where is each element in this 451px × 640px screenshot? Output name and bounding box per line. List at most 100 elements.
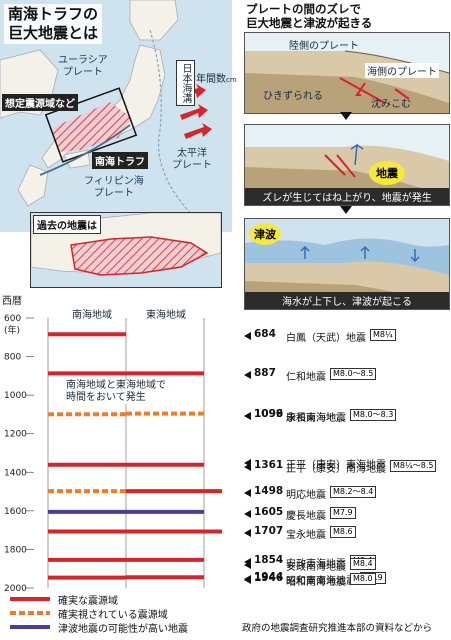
- event-year: 887: [254, 367, 276, 380]
- region-tokai-label: 東海地域: [146, 310, 186, 321]
- event-name: 白鳳（天武）地震: [286, 333, 366, 345]
- timeline-chart: 600(年) 800 1000 1200 1400 1600 1800 2000: [4, 314, 222, 594]
- axis-tick-label: 800: [4, 353, 21, 363]
- event-arrow-icon: [244, 509, 251, 518]
- event-name: 昭和南海地震: [286, 576, 346, 588]
- tsunami-badge-text: 津波: [254, 228, 276, 241]
- event-year: 1946: [254, 571, 284, 584]
- legend-likely-text: 確実視されている震源域: [58, 610, 168, 621]
- event-name: 正平（康安）南海地震: [286, 463, 386, 475]
- event-year: 1944: [254, 571, 284, 584]
- japan-trench-text: 日本海溝: [180, 63, 191, 103]
- event-year: 1498: [254, 485, 284, 498]
- event-arrow-icon: [244, 489, 251, 498]
- event-year: 1605: [254, 505, 284, 518]
- axis-tick-label: 1400: [4, 468, 27, 478]
- japan-map: [0, 0, 232, 232]
- assumed-source-label: 想定震源域など: [2, 94, 78, 111]
- earthquake-badge: 地震: [369, 161, 405, 185]
- event-magnitude: M8.0: [350, 572, 376, 585]
- event-year: 684: [254, 328, 276, 341]
- mechanism-step-3: 津波 海水が上下し、津波が起こる: [244, 218, 450, 310]
- event-magnitude: M8.0～8.3: [350, 409, 397, 422]
- event-magnitude: M8.0～8.5: [330, 368, 377, 381]
- event-year: 1096: [254, 407, 284, 420]
- event-magnitude: M8¼～8.5: [390, 459, 437, 472]
- event-arrow-icon: [244, 458, 251, 467]
- mechanism-heading: プレートの間のズレで 巨大地震と津波が起きる: [246, 2, 372, 30]
- dragged-label: ひきずられる: [263, 91, 323, 102]
- annual-shift-label: 年間数cm: [196, 70, 237, 85]
- event-name: 康和南海地震: [286, 413, 346, 425]
- japan-trench-label: 日本海溝: [176, 60, 195, 106]
- event-year: 1361: [254, 458, 284, 471]
- axis-tick-label: 2000: [4, 584, 27, 594]
- legend-confirmed-swatch: [10, 597, 50, 601]
- event-name: 安政南海地震: [286, 561, 346, 573]
- legend-confirmed-text: 確実な震源域: [58, 596, 118, 607]
- step-3-caption: 海水が上下し、津波が起こる: [245, 292, 449, 309]
- axis-tick-label: 1000: [4, 391, 27, 401]
- annual-shift-unit: cm: [226, 76, 237, 84]
- philippine-plate-label: フィリピン海 プレート: [84, 176, 144, 199]
- past-quakes-inset: 過去の地震は: [30, 212, 222, 288]
- eurasia-plate-label: ユーラシア プレート: [58, 55, 108, 78]
- down-arrow-2: [340, 206, 352, 214]
- timeline-note-2: 時間をおいて発生: [66, 392, 146, 403]
- event-year: 1707: [254, 525, 284, 538]
- axis-tick-label: (年): [4, 324, 20, 336]
- axis-tick-label: 1600: [4, 507, 27, 517]
- event-magnitude: M7.9: [330, 506, 356, 519]
- earthquake-badge-text: 地震: [376, 167, 398, 180]
- past-quakes-label: 過去の地震は: [33, 215, 101, 234]
- timeline-note-1: 南海地域と東海地域で: [66, 380, 166, 391]
- event-year: 1099: [254, 408, 284, 421]
- event-name: 仁和地震: [286, 372, 326, 384]
- event-name: 明応地震: [286, 490, 326, 502]
- mechanism-step-2: 地震 ズレが生じてはね上がり、地震が発生: [244, 124, 450, 206]
- page-title: 南海トラフの 巨大地震とは: [4, 4, 103, 44]
- axis-tick-label: 1800: [4, 545, 27, 555]
- legend-tsunami-swatch: [10, 625, 50, 629]
- timeline-note: 南海地域と東海地域で 時間をおいて発生: [66, 380, 166, 404]
- event-year: 1854: [254, 553, 284, 566]
- nankai-trough-label: 南海トラフ: [92, 152, 148, 169]
- event-magnitude: M8¼: [370, 329, 396, 342]
- event-arrow-icon: [244, 371, 251, 380]
- event-name: 昭和東南海地震: [286, 576, 356, 588]
- legend: 確実な震源域 確実視されている震源域 津波地震の可能性が高い地震 政府の地震調査…: [10, 590, 450, 638]
- event-arrow-icon: [244, 412, 251, 421]
- mechanism-heading-2: 巨大地震と津波が起きる: [246, 16, 373, 30]
- legend-tsunami-text: 津波地震の可能性が高い地震: [58, 624, 188, 635]
- pacific-plate-label: 太平洋 プレート: [172, 148, 212, 171]
- source-note: 政府の地震調査研究推進本部の資料などから: [242, 623, 433, 634]
- axis-title: 西暦: [2, 296, 22, 307]
- annual-shift-text: 年間数: [196, 74, 226, 85]
- legend-likely-swatch: [10, 611, 50, 615]
- mechanism-heading-1: プレートの間のズレで: [246, 2, 361, 16]
- event-arrow-icon: [244, 332, 251, 341]
- step-2-caption: ズレが生じてはね上がり、地震が発生: [245, 188, 449, 205]
- axis-tick-label: 600: [4, 314, 21, 324]
- title-line-2: 巨大地震とは: [8, 24, 99, 42]
- event-magnitude: M8.4: [350, 557, 376, 570]
- tsunami-badge: 津波: [249, 223, 281, 245]
- event-arrow-icon: [244, 560, 251, 569]
- event-name: 永長東海地震: [286, 412, 346, 424]
- event-magnitude: M8.2～8.4: [330, 486, 377, 499]
- axis-tick-label: 1200: [4, 430, 27, 440]
- event-arrow-icon: [244, 575, 251, 584]
- down-arrow-1: [340, 112, 352, 120]
- map-panel: 南海トラフの 巨大地震とは ユーラシア プレート 日本海溝 年間数cm 想定震源…: [0, 0, 237, 232]
- event-name: 正平（康安）東海地震: [286, 459, 386, 471]
- mechanism-step-1: 陸側のプレート 海側のプレート ひきずられる 沈みこむ: [244, 32, 450, 114]
- title-line-1: 南海トラフの: [8, 5, 99, 23]
- event-name: 宝永地震: [286, 530, 326, 542]
- sea-plate-label: 海側のプレート: [365, 63, 439, 78]
- event-magnitude: M8.6: [330, 526, 356, 539]
- sinks-label: 沈みこむ: [371, 99, 411, 110]
- event-arrow-icon: [244, 462, 251, 471]
- event-name: 安政東海地震: [286, 558, 346, 570]
- land-plate-label: 陸側のプレート: [289, 41, 359, 52]
